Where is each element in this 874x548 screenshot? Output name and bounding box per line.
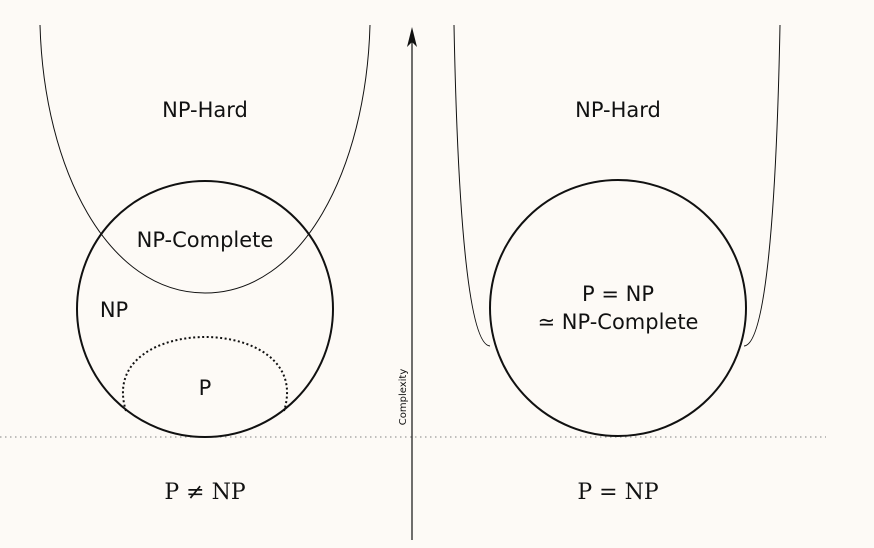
right-np-complete-label: ≃ NP-Complete xyxy=(538,310,699,334)
left-np-hard-curve xyxy=(39,24,371,294)
complexity-axis-arrowhead xyxy=(407,27,417,47)
left-np-hard-label: NP-Hard xyxy=(162,98,248,122)
right-caption: P = NP xyxy=(577,480,658,505)
left-p-label: P xyxy=(199,376,212,400)
complexity-axis-label: Complexity xyxy=(398,369,409,426)
left-p-region xyxy=(122,335,288,412)
left-np-circle xyxy=(76,180,334,438)
left-caption: P ≠ NP xyxy=(164,480,245,505)
right-p-np-circle xyxy=(489,179,747,437)
right-p-eq-np-label: P = NP xyxy=(582,282,654,306)
left-np-complete-label: NP-Complete xyxy=(137,228,274,252)
right-np-hard-label: NP-Hard xyxy=(575,98,661,122)
right-np-hard-curve xyxy=(453,24,781,347)
left-np-label: NP xyxy=(100,298,128,322)
